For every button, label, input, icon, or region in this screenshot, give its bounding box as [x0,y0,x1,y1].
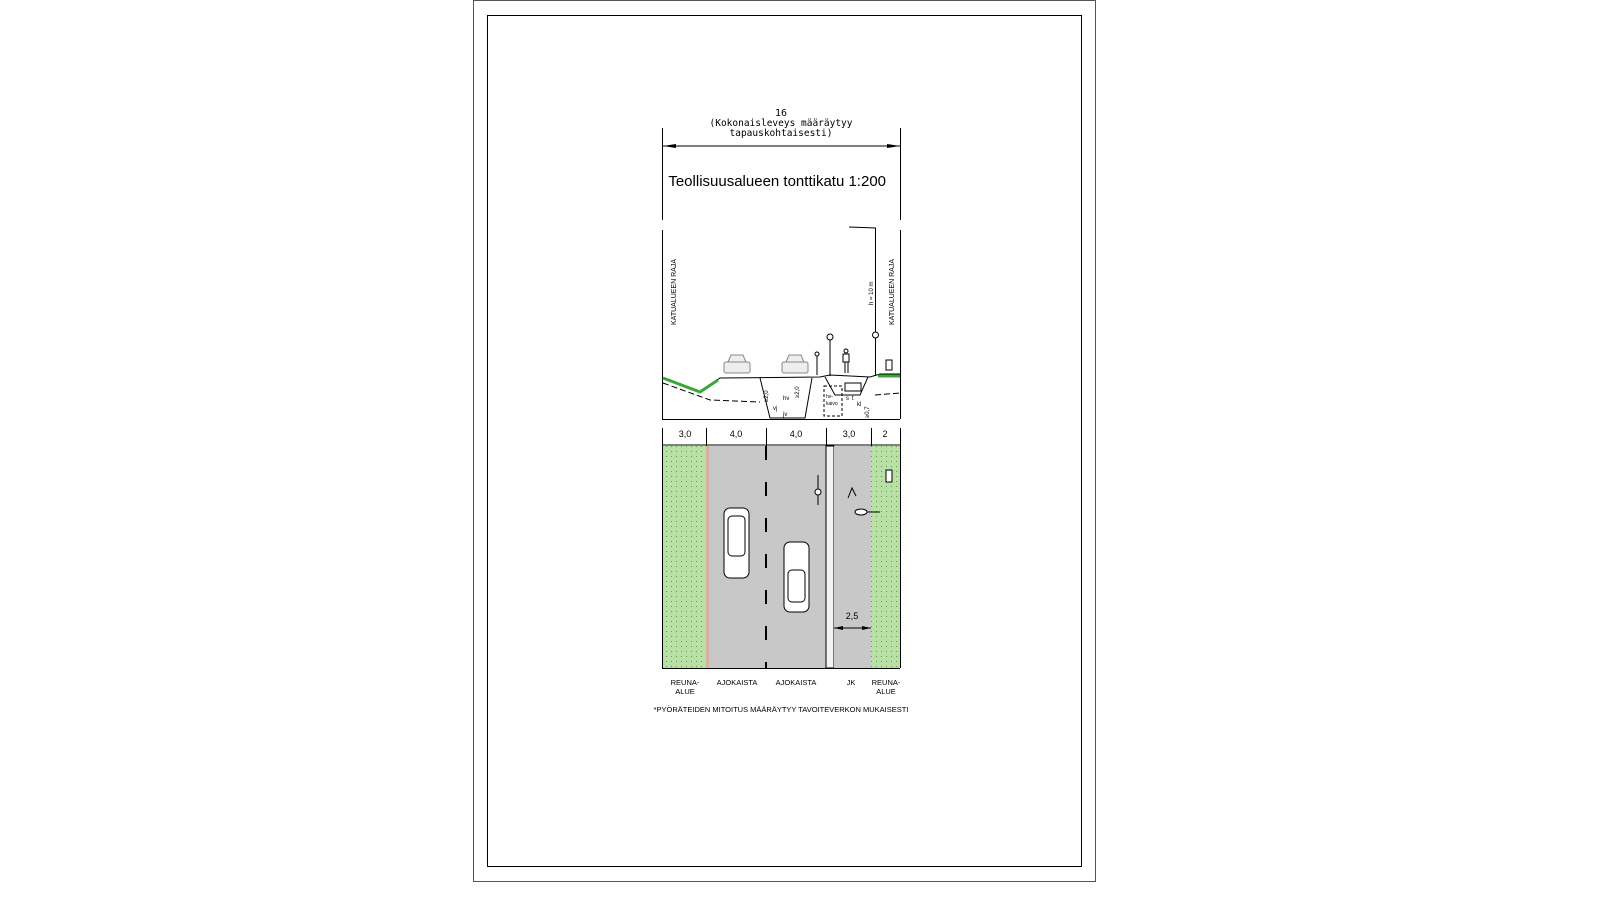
zone-label: JK [847,678,856,687]
bike-path-width-label: 2,5 [846,611,859,621]
kl-label: kl [857,402,861,408]
lamp-top-icon [854,508,880,516]
vj-label: vj [773,406,777,412]
hv-kaivo-label: hv- [826,394,833,400]
lamp-post-small-icon [826,333,834,376]
pedestrian-top-icon [847,486,857,499]
width-label: 3,0 [679,429,692,439]
pole-height-label: h = 10 m [869,281,875,305]
electric-cabinet-top-icon [885,469,893,483]
total-width-value: 16 [775,108,787,119]
plan-view [662,445,900,669]
electric-cabinet-icon [885,359,893,371]
min-depth-label: ≥0,7 [865,406,871,418]
total-width-note-1: (Kokonaisleveys määräytyy [710,118,853,129]
boundary-label-right: KATUALUEEN RAJA [889,259,896,325]
depth-label: ≥2,0 [795,386,801,398]
hv-kaivo-label: kaivo [826,401,838,407]
width-label: 2 [882,429,887,439]
width-label: 4,0 [790,429,803,439]
t-label: t [852,396,854,402]
total-width-dimension [662,128,901,220]
s-label: s [846,396,849,402]
zone-label: REUNA- [671,678,700,687]
cyclist-icon [814,351,820,375]
cyclist-top-icon [814,475,822,505]
depth-label: ≥2,0 [764,390,770,402]
car-section-icon [723,354,809,374]
zone-label: ALUE [876,687,896,696]
boundary-label-left: KATUALUEEN RAJA [671,259,678,325]
pedestrian-icon [842,348,850,373]
zone-label: AJOKAISTA [717,678,758,687]
width-label: 3,0 [843,429,856,439]
sheet-outer-frame [473,0,1096,882]
width-label: 4,0 [730,429,743,439]
footnote: *PYÖRÄTEIDEN MITOITUS MÄÄRÄYTYY TAVOITEV… [654,705,909,714]
zone-label: AJOKAISTA [776,678,817,687]
street-light-pole-icon [848,226,879,376]
drawing-title: Teollisuusalueen tonttikatu 1:200 [668,173,886,190]
cross-section-view [662,226,901,420]
zone-label: ALUE [675,687,695,696]
total-width-note-2: tapauskohtaisesti) [730,128,833,139]
sheet-inner-frame [487,15,1082,867]
zone-label: REUNA- [872,678,901,687]
jv-label: jv [782,412,787,418]
hv-label: hv [783,396,789,402]
car-top-icon [723,507,810,613]
